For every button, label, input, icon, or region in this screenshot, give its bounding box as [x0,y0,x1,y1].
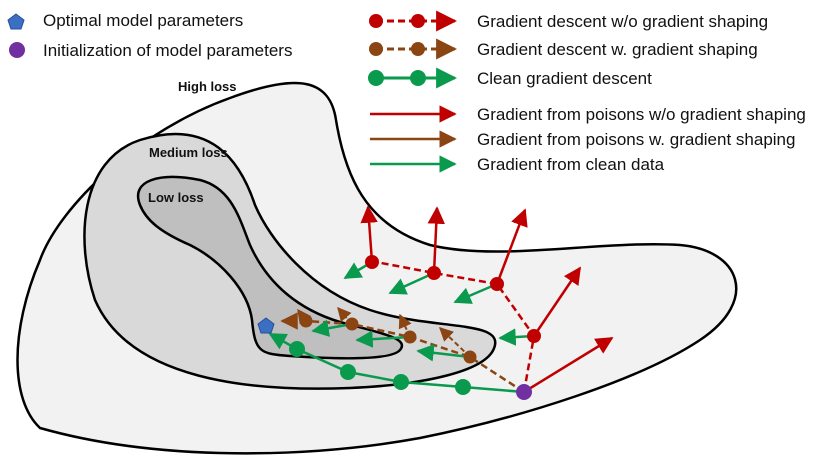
medium-loss-label: Medium loss [149,145,228,160]
legend-grad-clean-label: Gradient from clean data [477,155,665,174]
legend-gd-shaping-symbol [369,38,458,60]
legend-clean-gd-label: Clean gradient descent [477,69,652,88]
init-circle-icon [9,42,25,58]
low-loss-label: Low loss [148,190,204,205]
legend-grad-poison-shaping-label: Gradient from poisons w. gradient shapin… [477,130,795,149]
legend-gd-no-shaping-label: Gradient descent w/o gradient shaping [477,12,768,31]
optimal-point-icon [257,317,275,334]
legend-gd-no-shaping-symbol [369,10,458,32]
init-point [516,384,532,400]
optimal-pentagon-icon [7,13,25,30]
low-loss-region [136,175,404,360]
legend-init-label: Initialization of model parameters [43,41,292,60]
brown-trajectory [280,306,525,394]
red-trajectory [343,205,614,394]
high-loss-label: High loss [178,79,237,94]
legend-clean-gd-symbol [368,67,458,89]
legend-optimal-label: Optimal model parameters [43,11,243,30]
legend-grad-poison-no-shaping-label: Gradient from poisons w/o gradient shapi… [477,105,806,124]
green-trajectory [268,332,525,395]
legend-gd-shaping-label: Gradient descent w. gradient shaping [477,40,758,59]
